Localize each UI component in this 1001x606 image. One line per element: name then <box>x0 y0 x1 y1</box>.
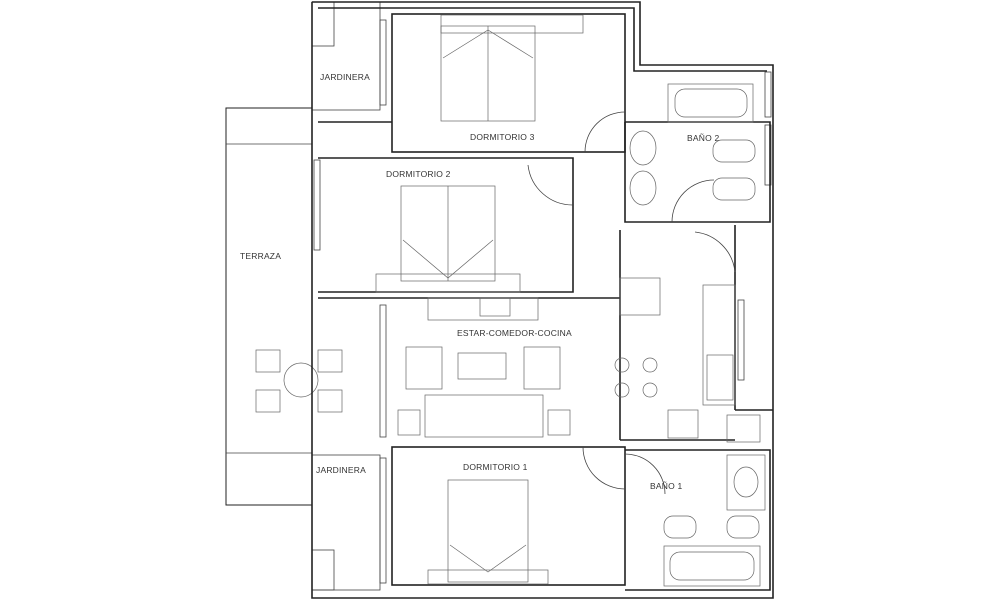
label-jardinera-bottom: JARDINERA <box>316 465 366 475</box>
planter-top <box>311 1 381 111</box>
exterior-walls <box>311 1 774 599</box>
label-dormitorio-2: DORMITORIO 2 <box>386 169 451 179</box>
label-dormitorio-3: DORMITORIO 3 <box>470 132 535 142</box>
label-estar-comedor-cocina: ESTAR-COMEDOR-COCINA <box>457 328 572 338</box>
label-jardinera-top: JARDINERA <box>320 72 370 82</box>
planter-bottom <box>311 454 381 591</box>
terrace <box>225 107 343 506</box>
doors <box>527 111 736 495</box>
bed-dormitorio-3 <box>440 14 584 122</box>
label-dormitorio-1: DORMITORIO 1 <box>463 462 528 472</box>
bed-dormitorio-2 <box>375 185 521 293</box>
terrace-table <box>255 349 343 413</box>
label-bano-2: BAÑO 2 <box>687 133 719 143</box>
label-bano-1: BAÑO 1 <box>650 481 682 491</box>
bathroom-fixtures <box>629 83 766 587</box>
label-terraza: TERRAZA <box>240 251 281 261</box>
living-furniture <box>397 277 761 443</box>
windows <box>313 19 772 584</box>
bed-dormitorio-1 <box>427 479 549 585</box>
